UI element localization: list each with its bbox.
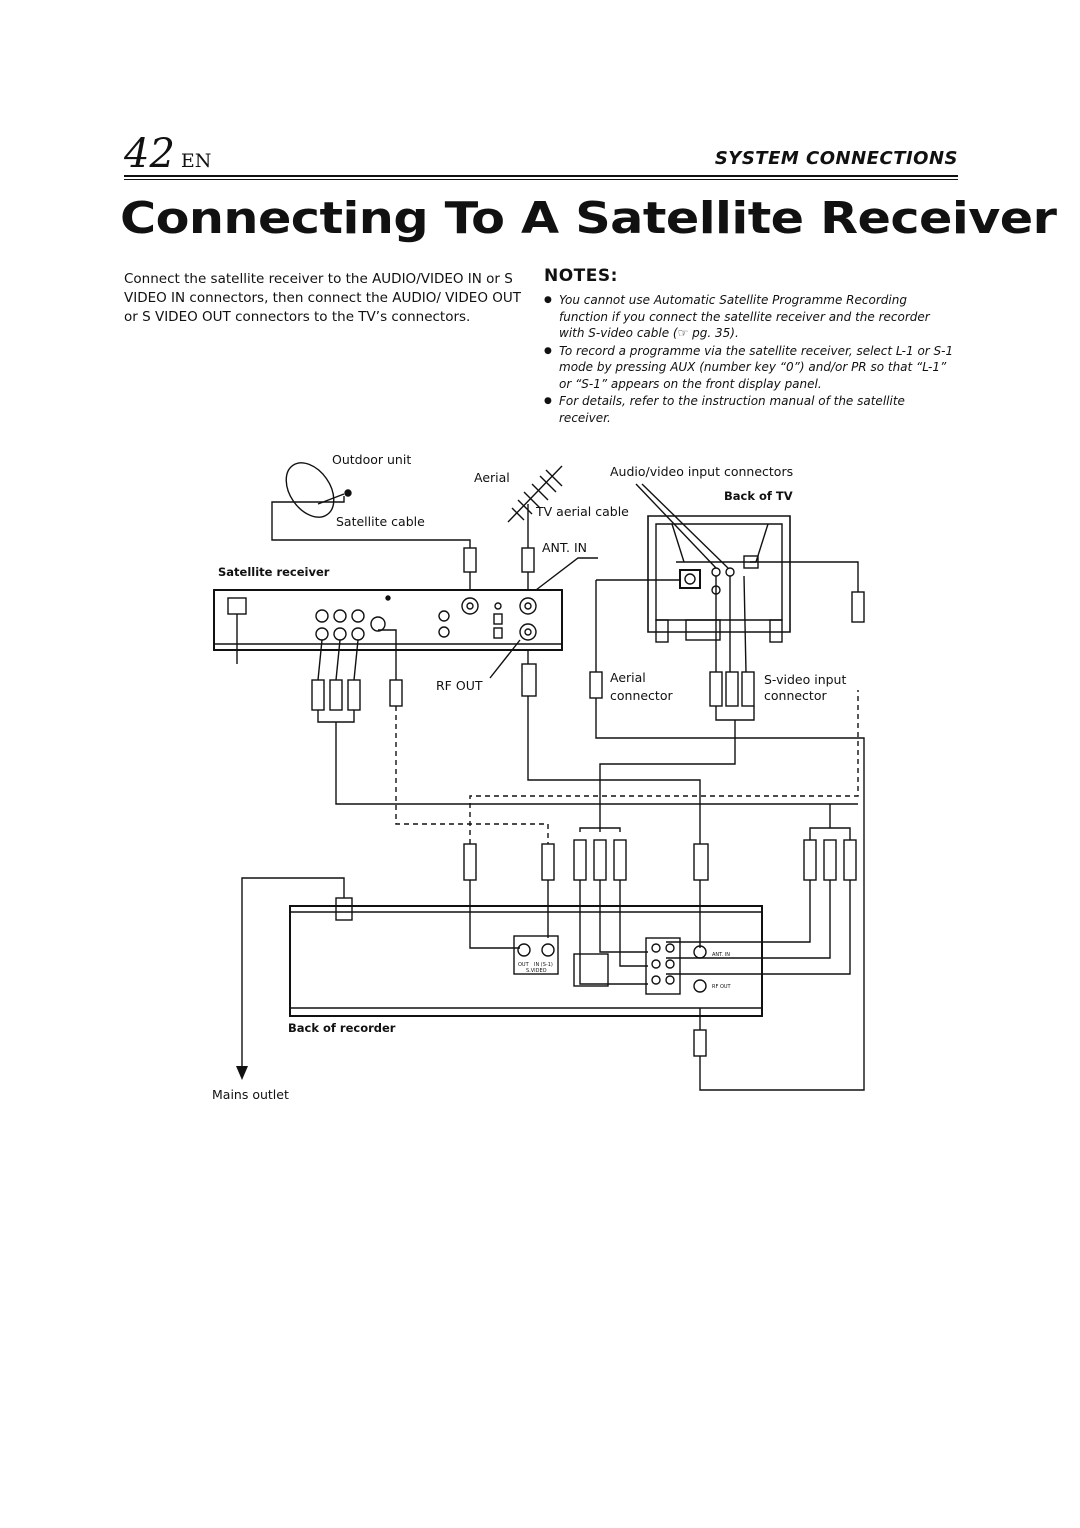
label-mains-outlet: Mains outlet: [212, 1087, 289, 1102]
label-satellite-receiver: Satellite receiver: [218, 565, 330, 579]
section-title: SYSTEM CONNECTIONS: [714, 148, 958, 169]
satellite-receiver: [213, 589, 563, 664]
notes-list: You cannot use Automatic Satellite Progr…: [544, 292, 956, 427]
tv-back: [647, 515, 791, 643]
note-item: To record a programme via the satellite …: [544, 343, 956, 393]
header-rule: [124, 175, 958, 177]
label-rf-out: RF OUT: [436, 678, 483, 693]
note-item: For details, refer to the instruction ma…: [544, 393, 956, 426]
label-outdoor-unit: Outdoor unit: [332, 452, 411, 467]
header-rule-thin: [124, 179, 958, 180]
label-satellite-cable: Satellite cable: [336, 514, 425, 529]
intro-paragraph: Connect the satellite receiver to the AU…: [124, 271, 521, 325]
label-aerial: Aerial: [474, 470, 510, 485]
label-rec-out: OUT: [518, 962, 530, 968]
label-back-of-recorder: Back of recorder: [288, 1021, 396, 1035]
arrow-icon: [236, 1066, 248, 1080]
label-back-of-tv: Back of TV: [724, 489, 793, 503]
page-title: Connecting To A Satellite Receiver: [120, 193, 1057, 244]
note-item: You cannot use Automatic Satellite Progr…: [544, 292, 956, 342]
label-aerial-connector: Aerial: [610, 670, 646, 685]
satellite-dish: [271, 462, 471, 562]
label-rec-rf-out: RF OUT: [712, 984, 732, 990]
label-svideo-input-2: connector: [764, 688, 827, 703]
label-aerial-connector-2: connector: [610, 688, 673, 703]
label-av-input-connectors: Audio/video input connectors: [610, 464, 793, 479]
label-rec-in: IN (S-1): [534, 962, 553, 968]
label-rec-svideo: S.VIDEO: [526, 968, 547, 974]
notes-heading: NOTES:: [544, 266, 618, 286]
recorder-back: [289, 897, 763, 1017]
label-ant-in: ANT. IN: [542, 540, 587, 555]
language-code: EN: [180, 150, 212, 172]
label-svideo-input: S-video input: [764, 672, 846, 687]
label-rec-ant-in: ANT. IN: [712, 952, 730, 958]
connection-diagram: Outdoor unit Satellite cable Aerial TV a…: [212, 452, 865, 1102]
label-tv-aerial-cable: TV aerial cable: [535, 504, 629, 519]
